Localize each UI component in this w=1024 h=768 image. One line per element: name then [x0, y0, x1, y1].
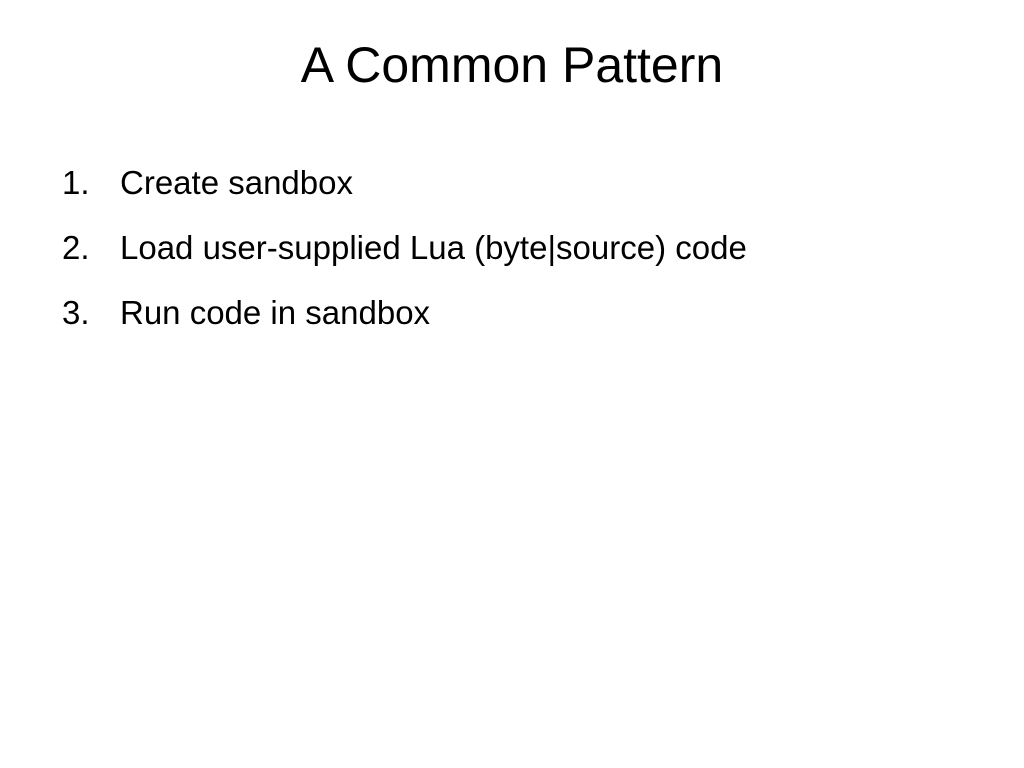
list-item-text: Create sandbox	[120, 164, 353, 201]
list-item-number: 2.	[62, 229, 90, 266]
slide-title: A Common Pattern	[300, 37, 724, 93]
list-item-text: Run code in sandbox	[120, 294, 431, 331]
list-item: 1. Create sandbox	[62, 158, 962, 223]
list-item-number: 1.	[62, 164, 90, 201]
list-item: 3. Run code in sandbox	[62, 288, 962, 353]
numbered-list: 1. Create sandbox 2. Load user-supplied …	[62, 158, 962, 353]
list-item-number: 3.	[62, 294, 90, 331]
list-item-text: Load user-supplied Lua (byte|source) cod…	[120, 229, 747, 266]
list-item: 2. Load user-supplied Lua (byte|source) …	[62, 223, 962, 288]
